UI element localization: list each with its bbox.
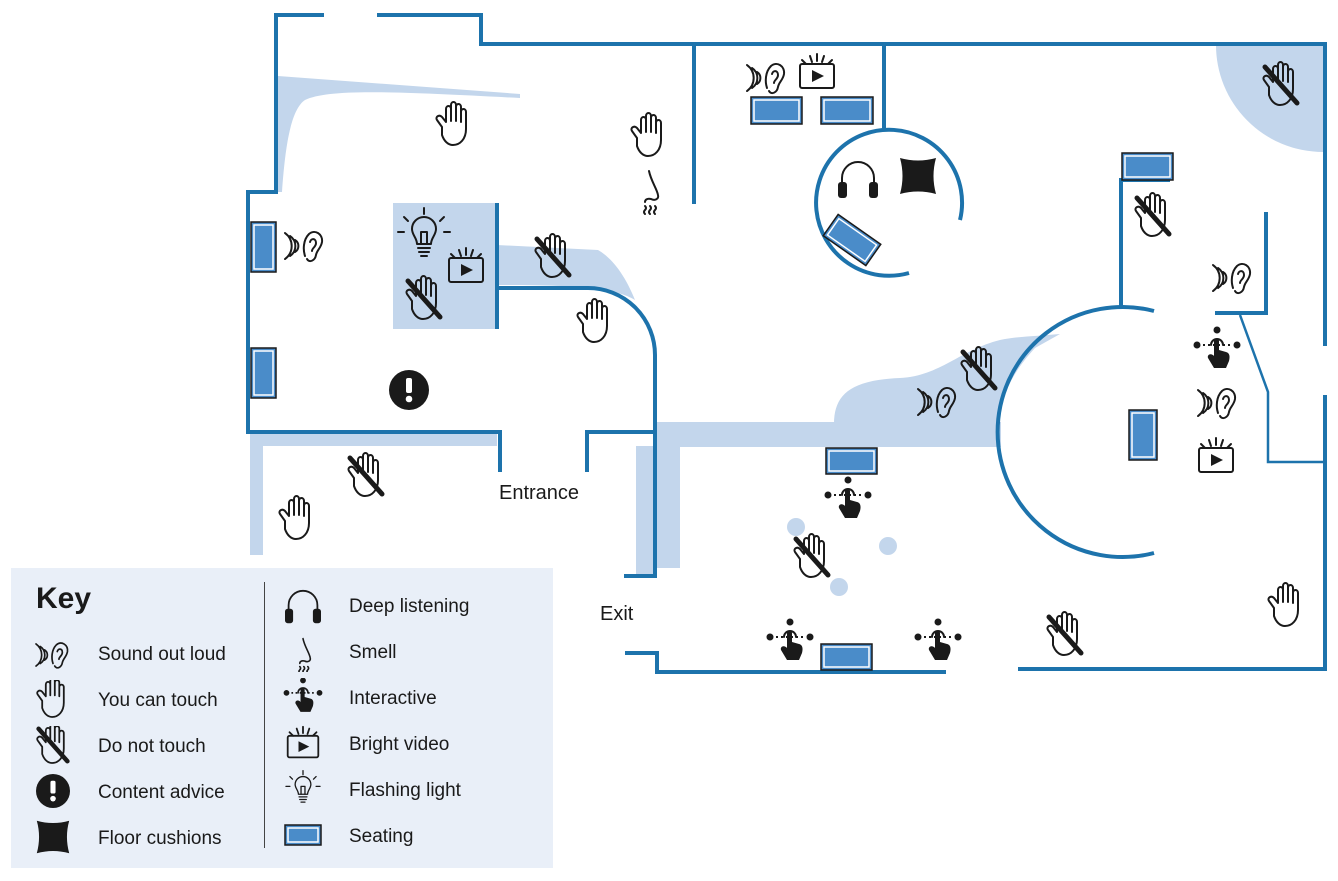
seat-1: [250, 221, 277, 273]
key-label-smell: Smell: [349, 642, 397, 663]
seat-7: [1128, 409, 1158, 461]
interactive-icon: [283, 678, 323, 713]
seat-9: [820, 643, 873, 671]
key-label-flashing-light: Flashing light: [349, 780, 461, 801]
floor-cushions-icon: [36, 820, 70, 854]
flashing-light-icon: [285, 770, 321, 803]
seating: [250, 96, 1174, 671]
you-can-touch-icon: [435, 101, 467, 146]
key-title: Key: [36, 582, 92, 615]
key-divider: [264, 582, 265, 848]
content-advice-icon: [389, 370, 429, 410]
key-label-interactive: Interactive: [349, 688, 437, 709]
key-label-do-not-touch: Do not touch: [98, 736, 206, 757]
sound-out-loud-icon: [1197, 387, 1237, 420]
bright-video-icon: [1198, 437, 1234, 473]
map-key: Key Sound out loud You can touch Do not …: [11, 568, 553, 868]
bright-video-icon: [286, 725, 320, 759]
key-label-bright-video: Bright video: [349, 734, 450, 755]
seat-5: [822, 213, 882, 267]
do-not-touch-icon: [1047, 612, 1081, 655]
sound-out-loud-icon: [35, 642, 69, 669]
do-not-touch-icon: [348, 453, 382, 496]
sound-out-loud-icon: [1212, 262, 1252, 295]
you-can-touch-icon: [36, 680, 65, 718]
bright-video-icon: [799, 53, 835, 89]
seat-3: [750, 96, 803, 125]
exit-label: Exit: [600, 603, 634, 625]
entrance-label: Entrance: [499, 482, 580, 504]
interactive-icon: [765, 617, 815, 661]
you-can-touch-icon: [1267, 582, 1299, 627]
do-not-touch-icon: [794, 534, 828, 577]
shaded-zones: [250, 44, 1323, 596]
interactive-icon: [1192, 325, 1242, 369]
do-not-touch-icon: [1135, 193, 1169, 236]
smell-icon: [643, 170, 660, 215]
walls: [246, 13, 1327, 674]
sound-out-loud-icon: [284, 230, 324, 263]
seating-icon: [284, 824, 322, 846]
you-can-touch-icon: [630, 112, 662, 157]
sound-out-loud-icon: [746, 62, 786, 95]
deep-listening-icon: [837, 161, 879, 199]
floor-cushions-icon: [900, 158, 936, 194]
interactive-icon: [913, 617, 963, 661]
seat-6: [1121, 152, 1174, 181]
content-advice-icon: [36, 774, 70, 808]
key-label-content-advice: Content advice: [98, 782, 225, 803]
deep-listening-icon: [284, 589, 322, 625]
you-can-touch-icon: [576, 298, 608, 343]
smell-icon: [298, 637, 312, 672]
do-not-touch-icon: [33, 726, 73, 764]
key-label-floor-cushions: Floor cushions: [98, 828, 222, 849]
you-can-touch-icon: [278, 495, 310, 540]
seat-8: [825, 447, 878, 475]
key-label-you-can-touch: You can touch: [98, 690, 218, 711]
seat-4: [820, 96, 874, 125]
key-label-seating: Seating: [349, 826, 414, 847]
key-label-sound-out-loud: Sound out loud: [98, 644, 226, 665]
interactive-icon: [823, 475, 873, 519]
key-label-deep-listening: Deep listening: [349, 596, 470, 617]
seat-2: [250, 347, 277, 399]
